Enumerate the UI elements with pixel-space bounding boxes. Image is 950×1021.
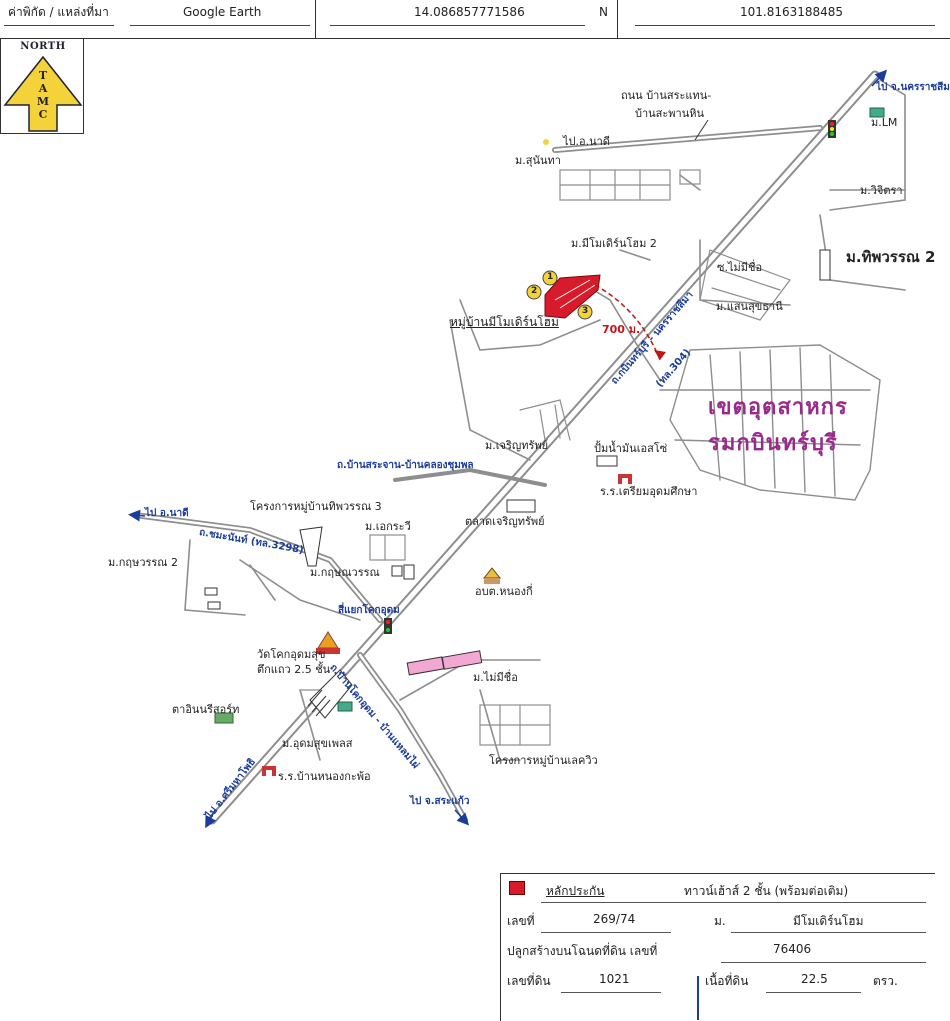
label-road-srachan: ถ.บ้านสระจาน-บ้านคลองชุมพล xyxy=(337,460,474,471)
source-value: Google Earth xyxy=(183,5,262,19)
legend-deed-label: ปลูกสร้างบนโฉนดที่ดิน เลขที่ xyxy=(507,944,658,958)
legend-land-no: 1021 xyxy=(599,972,630,986)
label-industrial-1: เขตอุตสาหกร xyxy=(708,395,848,420)
north-letter-a: A xyxy=(38,82,48,95)
marker-1[interactable] xyxy=(542,270,558,286)
north-letter-t: T xyxy=(38,69,48,82)
latitude-direction: N xyxy=(599,5,608,19)
collateral-plot[interactable] xyxy=(544,274,601,319)
school-icon xyxy=(262,766,276,776)
label-kritsawan-2: ม.กฤษวรรณ 2 xyxy=(108,556,179,569)
label-obt: อบต.หนองกี่ xyxy=(475,585,533,598)
legend-land-no-label: เลขที่ดิน xyxy=(507,974,551,988)
label-project-thip3: โครงการหมู่บ้านทิพวรรณ 3 xyxy=(250,500,382,513)
school-icon xyxy=(618,474,632,484)
government-office-icon xyxy=(482,567,502,584)
village-icon xyxy=(337,701,353,712)
collateral-swatch xyxy=(509,881,525,895)
label-no-name-village: ม.ไม่มีชื่อ xyxy=(473,671,518,684)
marker-2-number: 2 xyxy=(531,286,538,296)
coord-source-label: ค่าพิกัด / แหล่งที่มา xyxy=(8,5,109,19)
pink-block xyxy=(441,650,483,670)
label-wichitra: ม.วิจิตรา xyxy=(860,184,903,197)
label-ekarawee: ม.เอกระวี xyxy=(365,520,411,533)
label-distance: 700 ม. xyxy=(602,323,641,336)
label-khok-udom-junction: สี่แยกโคกอุดม xyxy=(338,605,400,616)
label-to-na-di-top: ไป.อ.นาดี xyxy=(563,135,610,148)
label-to-na-di-left: ไป อ.นาดี xyxy=(145,508,189,519)
marker-3-number: 3 xyxy=(582,306,589,316)
sign-icon xyxy=(543,139,549,145)
legend-village-label: ม. xyxy=(714,914,726,928)
resort-icon xyxy=(214,712,234,724)
coordinate-header: ค่าพิกัด / แหล่งที่มา Google Earth 14.08… xyxy=(0,0,950,39)
label-school-top: ร.ร.เตรียมอุดมศึกษา xyxy=(600,485,698,498)
legend-table: หลักประกัน ทาวน์เฮ้าส์ 2 ชั้น (พร้อมต่อเ… xyxy=(500,873,935,1021)
north-title: NORTH xyxy=(20,41,66,52)
label-saensuk: ม.แสนสุขธานี xyxy=(716,300,783,313)
label-lakeview: โครงการหมู่บ้านเลควิว xyxy=(489,754,598,767)
legend-deed-no: 76406 xyxy=(773,942,812,956)
north-arrow-icon xyxy=(3,55,83,132)
traffic-light-icon xyxy=(828,120,836,138)
label-charoensap-market: ตลาดเจริญทรัพย์ xyxy=(465,515,545,528)
longitude-value: 101.8163188485 xyxy=(740,5,844,19)
label-road-sratan: ถนน บ้านสระแทน- xyxy=(621,89,712,102)
label-no-name-soi: ซ.ไม่มีชื่อ xyxy=(717,261,763,274)
legend-area-unit: ตรว. xyxy=(873,974,898,988)
north-letter-c: C xyxy=(38,108,48,121)
label-charoensap: ม.เจริญทรัพย์ xyxy=(485,439,549,452)
label-udom-place: ม.อุดมสุขเพลส xyxy=(282,737,353,750)
north-letter-m: M xyxy=(36,95,50,108)
label-modern-home-2: ม.มีโมเดิร์นโฮม 2 xyxy=(571,237,657,250)
latitude-value: 14.086857771586 xyxy=(414,5,525,19)
traffic-light-icon xyxy=(384,618,392,634)
label-road-sratan-2: บ้านสะพานหิน xyxy=(635,107,705,120)
label-to-srakaeo: ไป จ.สระแก้ว xyxy=(410,796,470,807)
label-sunantha: ม.สุนันทา xyxy=(515,154,561,167)
marker-2[interactable] xyxy=(526,284,542,300)
marker-1-number: 1 xyxy=(547,272,554,282)
north-arrow: NORTH T A M C xyxy=(0,38,84,134)
label-subject-village: หมู่บ้านมีโมเดิร์นโฮม xyxy=(450,315,559,329)
label-school-bottom: ร.ร.บ้านหนองกะพ้อ xyxy=(278,770,371,783)
industrial-estate-outline xyxy=(669,344,881,501)
label-thipwaran-2: ม.ทิพวรรณ 2 xyxy=(846,248,936,266)
legend-property-type: ทาวน์เฮ้าส์ 2 ชั้น (พร้อมต่อเติม) xyxy=(684,884,849,898)
legend-area-label: เนื้อที่ดิน xyxy=(705,974,749,988)
legend-village: มีโมเดิร์นโฮม xyxy=(793,914,864,928)
map-canvas xyxy=(128,69,906,829)
village-icon xyxy=(869,107,885,118)
label-m-lm: ม.LM xyxy=(871,116,898,129)
legend-house-no-label: เลขที่ xyxy=(507,914,535,928)
label-ta-in-resort: ตาอินนรีสอร์ท xyxy=(172,703,240,716)
temple-icon xyxy=(316,631,340,654)
label-kritsanawan: ม.กฤษณวรรณ xyxy=(310,566,380,579)
label-wat-khok: วัดโคกอุดมสุข xyxy=(257,648,326,661)
legend-area: 22.5 xyxy=(801,972,828,986)
label-industrial-2: รมกบินทร์บุรี xyxy=(708,431,838,456)
label-gas-station: ปั้มน้ำมันเอสโซ่ xyxy=(594,442,668,455)
label-shophouse: ตึกแถว 2.5 ชั้น xyxy=(257,663,331,676)
label-to-korat: ไป จ.นครราชสีมา xyxy=(876,82,950,93)
pink-block xyxy=(406,656,445,676)
legend-house-no: 269/74 xyxy=(593,912,636,926)
marker-3[interactable] xyxy=(577,304,593,320)
legend-collateral-label: หลักประกัน xyxy=(546,884,605,898)
